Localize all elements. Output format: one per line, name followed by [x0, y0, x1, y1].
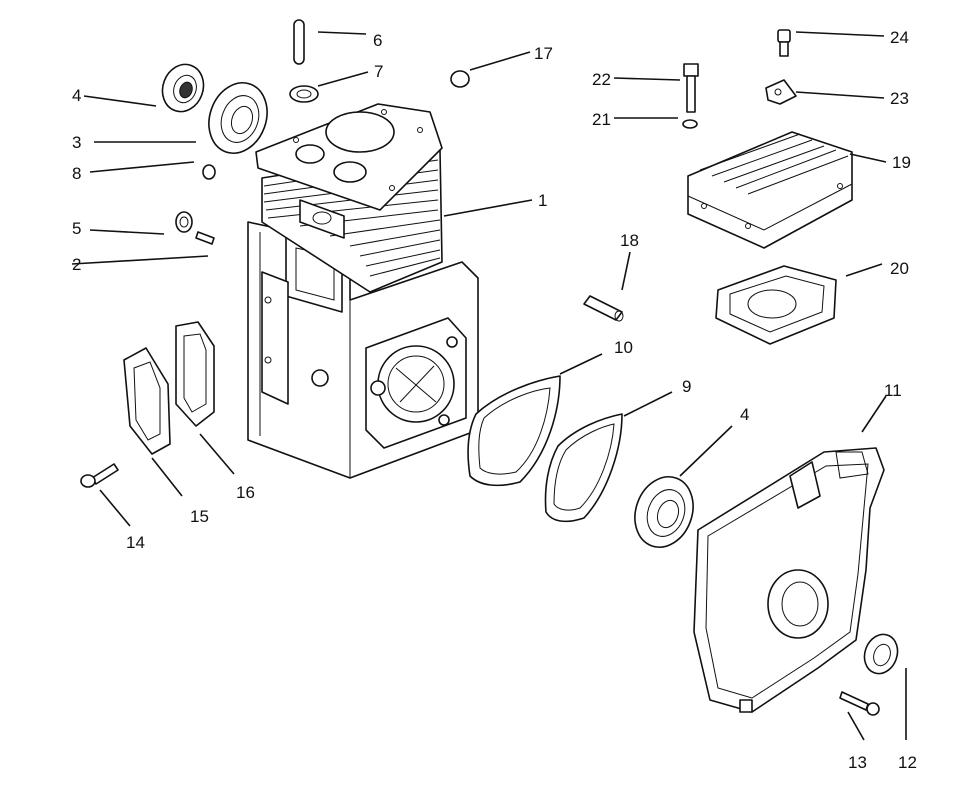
callout-3: 3 [72, 133, 81, 152]
bolt-22 [683, 63, 699, 113]
callout-6: 6 [373, 31, 382, 50]
callout-20: 20 [890, 259, 909, 278]
cylinder-barrel [255, 103, 443, 293]
bushing-17 [450, 70, 470, 88]
callout-21: 21 [592, 110, 611, 129]
leader-lines [71, 31, 907, 741]
plug-8 [202, 164, 216, 180]
callout-14: 14 [126, 533, 145, 552]
callout-1: 1 [538, 191, 547, 210]
pin-2 [195, 231, 215, 245]
screw-13 [839, 691, 880, 716]
head-gasket-20 [715, 265, 837, 345]
gasket-plate-16 [175, 321, 215, 427]
washer-21 [682, 119, 698, 129]
callout-19: 19 [892, 153, 911, 172]
cylinder-head-19 [687, 131, 853, 249]
callout-4-lower: 4 [740, 405, 749, 424]
callout-7: 7 [374, 62, 383, 81]
ball-bearing-upper [208, 82, 268, 154]
callout-2: 2 [72, 255, 81, 274]
callout-23: 23 [890, 89, 909, 108]
crankcase-block [247, 221, 479, 479]
callout-10: 10 [614, 338, 633, 357]
callout-18: 18 [620, 231, 639, 250]
callout-8: 8 [72, 164, 81, 183]
gasket-9 [544, 413, 623, 523]
cover-plate-15 [123, 347, 171, 455]
callout-12: 12 [898, 753, 917, 772]
callout-9: 9 [682, 377, 691, 396]
washer-7 [289, 85, 319, 103]
oil-seal-upper [161, 63, 205, 113]
screw-14 [80, 463, 119, 488]
callout-15: 15 [190, 507, 209, 526]
oil-seal-12 [863, 633, 899, 675]
screw-24 [777, 29, 791, 57]
callout-17: 17 [534, 44, 553, 63]
ball-bearing-lower [634, 476, 694, 548]
dowel-pin [293, 19, 305, 65]
callout-22: 22 [592, 70, 611, 89]
gasket-10 [467, 375, 561, 487]
callout-24: 24 [890, 28, 909, 47]
callout-labels: 1 2 3 4 4 5 6 7 8 9 10 11 12 13 14 15 16… [72, 28, 917, 772]
callout-11: 11 [884, 381, 902, 400]
callout-5: 5 [72, 219, 81, 238]
callout-13: 13 [848, 753, 867, 772]
blower-housing-11 [693, 447, 885, 713]
callout-4-upper: 4 [72, 86, 81, 105]
seal-5 [175, 211, 193, 233]
callout-16: 16 [236, 483, 255, 502]
pin-18 [583, 295, 624, 322]
bracket-23 [765, 79, 797, 105]
